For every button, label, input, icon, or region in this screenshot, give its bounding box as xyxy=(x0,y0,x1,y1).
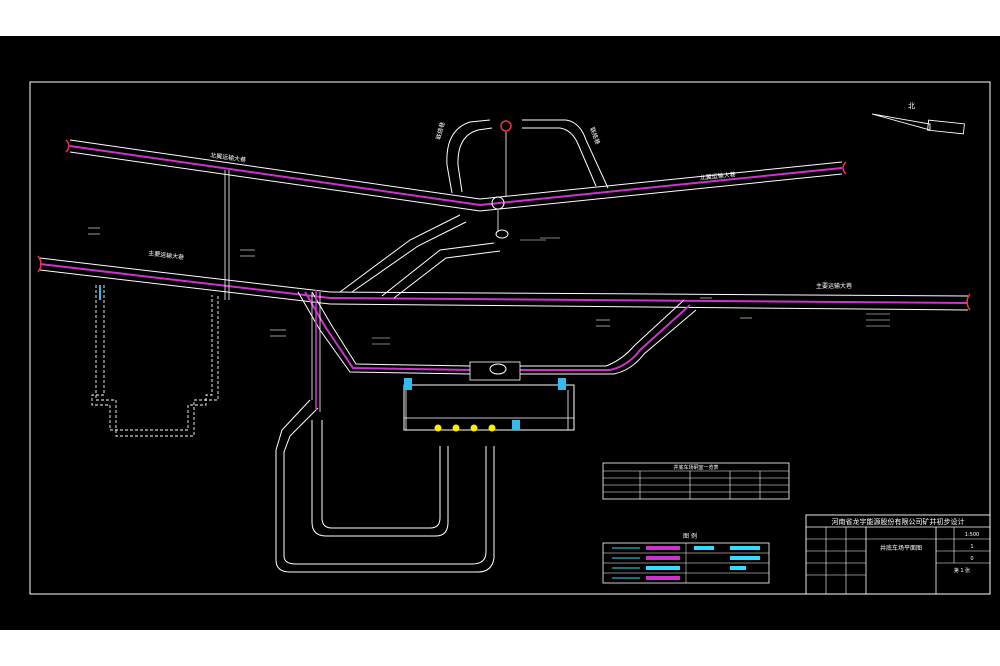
pump-marker-icon xyxy=(488,424,496,432)
blue-marker-bottom xyxy=(512,420,520,430)
drawing-sub-title: 井底车场平面图 xyxy=(880,544,922,552)
lower-loop-outer xyxy=(275,290,495,573)
sheet-count: 第 1 张 xyxy=(954,567,970,574)
label-roadway-northeast: 北翼运输大巷 xyxy=(699,170,736,182)
shaft-loop xyxy=(446,119,609,239)
lower-loop-inner xyxy=(311,420,449,537)
chamber-table: 井底车场硐室一览表 xyxy=(602,462,790,500)
roadway-northwest xyxy=(65,139,847,212)
roadway-annotations xyxy=(88,227,890,345)
legend-title: 图 例 xyxy=(683,532,697,540)
title-block: 河南省龙宇能源股份有限公司矿井初步设计 井底车场平面图 1:500 1 0 第 … xyxy=(805,514,991,595)
pump-marker-icon xyxy=(434,424,442,432)
label-roadway-main-east: 主要运输大巷 xyxy=(816,282,852,290)
scale-value: 1:500 xyxy=(965,532,979,538)
blue-marker-left xyxy=(404,378,412,390)
shaft-junction-icon xyxy=(491,196,505,210)
drawing-main-title: 河南省龙宇能源股份有限公司矿井初步设计 xyxy=(832,517,965,526)
legend: 图 例 xyxy=(602,532,770,584)
blue-marker-right xyxy=(558,378,566,390)
sheet-frame xyxy=(29,81,991,595)
roadway-main xyxy=(37,255,971,311)
north-label: 北 xyxy=(908,102,915,110)
pump-marker-icon xyxy=(470,424,478,432)
pump-marker-icon xyxy=(452,424,460,432)
drawing-background xyxy=(0,36,1000,630)
connecting-ramps xyxy=(224,170,501,300)
sheet-value: 1 xyxy=(970,544,973,550)
left-chamber-outline xyxy=(91,285,219,437)
north-arrow: 北 xyxy=(871,102,965,135)
revision-value: 0 xyxy=(970,556,973,562)
table-title: 井底车场硐室一览表 xyxy=(673,464,718,471)
chamber-block xyxy=(403,378,575,432)
shaft-circle-icon xyxy=(500,120,512,132)
